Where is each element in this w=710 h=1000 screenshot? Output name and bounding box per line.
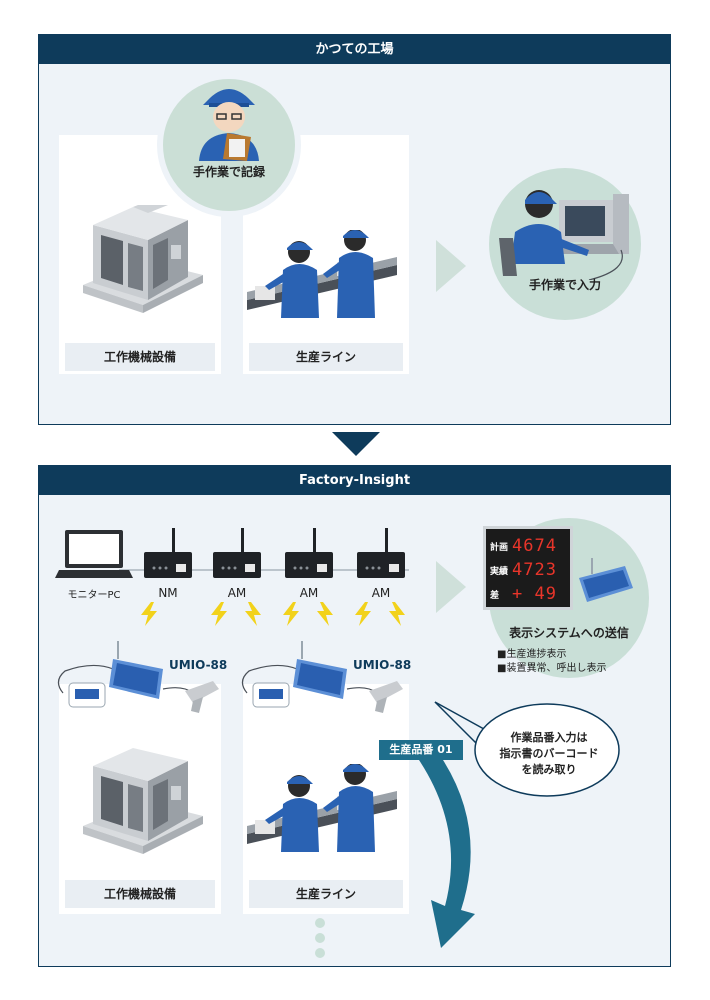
machine-label: 工作機械設備 [65, 880, 215, 908]
chevron-right-icon [436, 561, 466, 613]
am-router-icon [285, 528, 333, 578]
speech-bubble-text: 作業品番入力は 指示書のバーコード を読み取り [487, 730, 611, 778]
wireless-bolt-icon [283, 602, 299, 626]
led-row-label: 実績 [490, 566, 509, 577]
wireless-bolt-icon [211, 602, 227, 626]
more-dot [315, 933, 325, 943]
led-row-label: 差 [490, 590, 500, 601]
flow-arrow-icon [419, 760, 475, 948]
wireless-bolt-icon [317, 602, 333, 626]
manual-record-label: 手作業で記録 [192, 165, 265, 179]
production-line-icon [247, 230, 397, 318]
led-row-value: 4674 [512, 536, 557, 556]
bottom-panel-title: Factory-Insight [39, 466, 670, 495]
led-row-diff: 差 + 49 [490, 582, 566, 606]
machine-card: 工作機械設備 [59, 684, 221, 914]
display-system-title: 表示システムへの送信 [509, 626, 629, 640]
machine-label: 工作機械設備 [65, 343, 215, 371]
more-dot [315, 918, 325, 928]
monitor-pc-label: モニターPC [67, 590, 121, 601]
display-bullet-2: ■装置異常、呼出し表示 [497, 663, 607, 674]
wireless-module-icon [579, 558, 633, 602]
nm-label: NM [158, 586, 178, 600]
umio-label-left: UMIO-88 [169, 658, 228, 672]
line-label: 生産ライン [249, 343, 403, 371]
led-row-plan: 計画 4674 [490, 534, 566, 558]
top-panel-title: かつての工場 [39, 35, 670, 64]
manual-input-label: 手作業で入力 [528, 278, 601, 292]
machine-tool-icon [83, 205, 203, 313]
manual-input-circle: 手作業で入力 [489, 168, 641, 320]
umio-device-left-icon [57, 641, 219, 713]
wireless-bolt-icon [141, 602, 157, 626]
production-line-icon [247, 764, 397, 852]
led-row-value: + 49 [512, 584, 557, 604]
line-label: 生産ライン [249, 880, 403, 908]
led-display-board: 計画 4674 実績 4723 差 + 49 [483, 526, 573, 610]
am-label-3: AM [371, 586, 391, 600]
worker-clipboard-icon [199, 89, 259, 161]
speech-line-1: 作業品番入力は [510, 731, 588, 744]
chevron-right-icon [436, 240, 466, 292]
am-router-icon [357, 528, 405, 578]
machine-tool-icon [83, 748, 203, 854]
nm-router-icon [144, 528, 192, 578]
speech-line-3: を読み取り [521, 763, 577, 776]
wireless-bolt-icon [389, 602, 405, 626]
umio-label-right: UMIO-88 [353, 658, 412, 672]
wireless-bolt-icon [355, 602, 371, 626]
line-card: 生産ライン [243, 684, 409, 914]
more-dot [315, 948, 325, 958]
manual-record-circle: 手作業で記録 [157, 73, 301, 217]
am-router-icon [213, 528, 261, 578]
down-arrow-icon [332, 432, 380, 456]
wireless-bolt-icon [245, 602, 261, 626]
speech-bubble-shape [434, 701, 620, 797]
pc-operator-icon [499, 190, 629, 280]
bottom-panel: Factory-Insight モニターPC NM AM AM AM [38, 465, 671, 967]
product-number-tag: 生産品番 01 [379, 740, 463, 760]
am-label-2: AM [299, 586, 319, 600]
led-row-label: 計画 [490, 542, 509, 553]
speech-line-2: 指示書のバーコード [499, 747, 599, 760]
top-panel: かつての工場 工作機械設備 [38, 34, 671, 425]
led-row-value: 4723 [512, 560, 557, 580]
laptop-icon [55, 530, 133, 578]
led-row-actual: 実績 4723 [490, 558, 566, 582]
umio-device-right-icon [241, 641, 403, 713]
am-label-1: AM [227, 586, 247, 600]
display-bullet-1: ■生産進捗表示 [497, 649, 567, 660]
